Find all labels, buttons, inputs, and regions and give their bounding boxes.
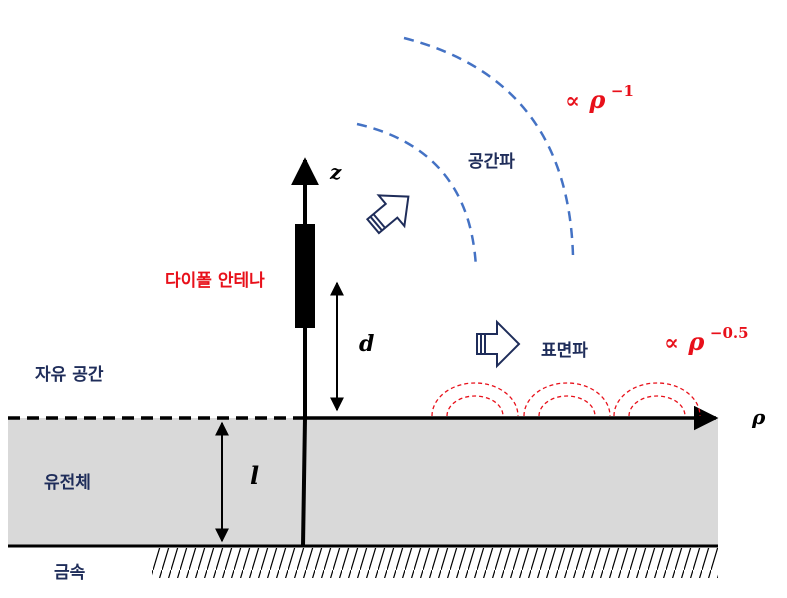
space-wave-arc-inner [356,122,478,269]
thickness-l-label: l [250,461,259,490]
metal-ground-hatching [152,548,718,578]
dipole-antenna [295,224,315,328]
surface-wave-label: 표면파 [541,341,588,361]
surface-wave-loops [431,382,701,417]
antenna-feed-line [301,417,307,547]
rho-axis-label: ρ [751,405,766,429]
dielectric-label: 유전체 [44,473,91,493]
z-axis-label: z [329,160,342,184]
dielectric-layer [8,418,718,546]
dipole-antenna-label: 다이폴 안테나 [165,271,265,291]
space-wave-label: 공간파 [468,152,515,172]
space-wave-rho: ρ [588,85,606,114]
free-space-label: 자유 공간 [35,365,104,385]
surface-wave-exponent: −0.5 [710,324,749,342]
surface-wave-decay-formula: ∝ ρ −0.5 [664,324,749,356]
surface-wave-rho: ρ [687,327,705,356]
surface-wave-direction-arrow [476,319,521,369]
space-wave-proportional-symbol: ∝ [565,88,580,114]
metal-label: 금속 [54,563,86,583]
surface-wave-proportional-symbol: ∝ [664,330,679,356]
space-wave-exponent: −1 [611,82,634,100]
space-wave-direction-arrow [365,194,410,235]
height-d-label: d [359,331,374,357]
space-wave-arc-outer [403,36,575,257]
space-wave-decay-formula: ∝ ρ −1 [565,82,634,114]
